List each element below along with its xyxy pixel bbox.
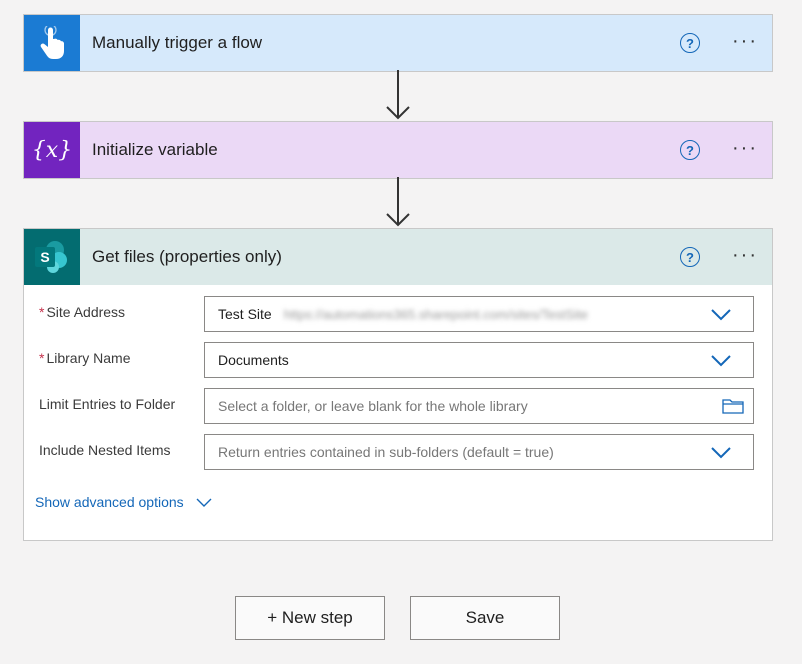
chevron-down-icon[interactable] — [711, 445, 731, 459]
init-variable-card-header[interactable]: {x} Initialize variable ? ··· — [24, 122, 772, 178]
get-files-card[interactable]: S Get files (properties only) ? ··· *Sit… — [23, 228, 773, 541]
connector-arrow-icon — [386, 70, 410, 120]
save-button[interactable]: Save — [410, 596, 560, 640]
site-address-row: *Site Address Test Site https://automati… — [24, 296, 772, 332]
init-variable-title: Initialize variable — [92, 140, 218, 159]
get-files-card-header[interactable]: S Get files (properties only) ? ··· — [24, 229, 772, 285]
chevron-down-icon[interactable] — [711, 353, 731, 367]
nested-items-row: Include Nested Items Return entries cont… — [24, 434, 772, 470]
more-options-icon[interactable]: ··· — [732, 244, 758, 266]
get-files-title: Get files (properties only) — [92, 247, 282, 266]
show-advanced-options-label: Show advanced options — [35, 494, 184, 510]
library-name-dropdown[interactable]: Documents — [204, 342, 754, 378]
sharepoint-letter: S — [40, 249, 49, 265]
connector-arrow-icon — [386, 177, 410, 227]
new-step-button[interactable]: + New step — [235, 596, 385, 640]
limit-folder-placeholder: Select a folder, or leave blank for the … — [218, 398, 528, 414]
nested-items-placeholder: Return entries contained in sub-folders … — [218, 444, 554, 460]
chevron-down-icon — [196, 498, 212, 507]
sharepoint-icon: S — [35, 241, 67, 273]
help-icon[interactable]: ? — [680, 33, 700, 53]
help-icon[interactable]: ? — [680, 140, 700, 160]
site-address-label-text: Site Address — [46, 304, 126, 320]
trigger-title: Manually trigger a flow — [92, 33, 263, 52]
init-variable-card[interactable]: {x} Initialize variable ? ··· — [23, 121, 773, 179]
trigger-card-header[interactable]: Manually trigger a flow ? ··· — [24, 15, 772, 71]
nested-items-label: Include Nested Items — [39, 442, 171, 458]
site-address-url: https://automations365.sharepoint.com/si… — [283, 306, 588, 322]
limit-folder-input[interactable]: Select a folder, or leave blank for the … — [204, 388, 754, 424]
variable-icon: {x} — [31, 137, 73, 163]
site-address-label: *Site Address — [39, 304, 125, 320]
site-address-dropdown[interactable]: Test Site https://automations365.sharepo… — [204, 296, 754, 332]
hand-touch-icon — [40, 26, 64, 59]
library-name-row: *Library Name Documents — [24, 342, 772, 378]
limit-folder-row: Limit Entries to Folder Select a folder,… — [24, 388, 772, 424]
folder-icon[interactable] — [722, 398, 744, 414]
help-icon[interactable]: ? — [680, 247, 700, 267]
site-address-value: Test Site — [218, 306, 272, 322]
more-options-icon[interactable]: ··· — [732, 30, 758, 52]
library-name-label-text: Library Name — [46, 350, 131, 366]
show-advanced-options-link[interactable]: Show advanced options — [35, 494, 212, 510]
sharepoint-icon-tile: S — [24, 229, 80, 285]
library-name-value: Documents — [218, 352, 289, 368]
required-mark: * — [39, 304, 45, 320]
trigger-icon-tile — [24, 15, 80, 71]
trigger-card[interactable]: Manually trigger a flow ? ··· — [23, 14, 773, 72]
chevron-down-icon[interactable] — [711, 307, 731, 321]
nested-items-dropdown[interactable]: Return entries contained in sub-folders … — [204, 434, 754, 470]
library-name-label: *Library Name — [39, 350, 130, 366]
required-mark: * — [39, 350, 45, 366]
variable-icon-tile: {x} — [24, 122, 80, 178]
more-options-icon[interactable]: ··· — [732, 137, 758, 159]
limit-folder-label: Limit Entries to Folder — [39, 396, 176, 412]
